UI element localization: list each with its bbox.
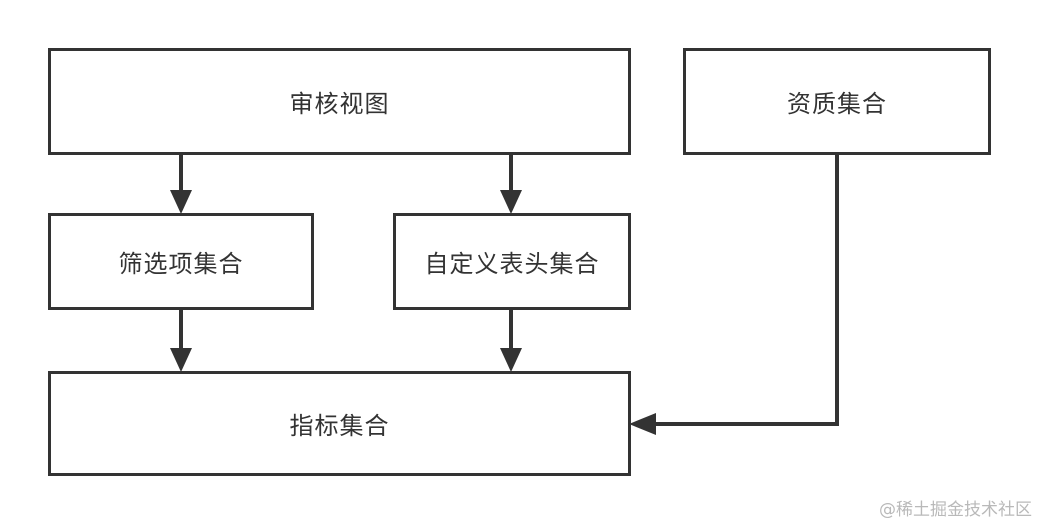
- node-label: 审核视图: [289, 90, 390, 118]
- edge-qualification-to-metrics: [629, 155, 839, 435]
- watermark: @稀土掘金技术社区: [879, 500, 1032, 520]
- node-label: 资质集合: [787, 90, 887, 118]
- edge-custom-header-to-metrics: [500, 310, 522, 372]
- node-qualification-set: 资质集合: [683, 48, 991, 155]
- edge-review-to-custom-header: [500, 155, 522, 214]
- edge-filter-to-metrics: [170, 310, 192, 372]
- node-label: 筛选项集合: [118, 250, 244, 278]
- node-custom-header-set: 自定义表头集合: [393, 213, 631, 310]
- node-review-view: 审核视图: [48, 48, 631, 155]
- node-label: 自定义表头集合: [424, 250, 600, 278]
- node-filter-option-set: 筛选项集合: [48, 213, 314, 310]
- node-metric-set: 指标集合: [48, 371, 631, 476]
- node-label: 指标集合: [289, 412, 390, 440]
- edge-review-to-filter: [170, 155, 192, 214]
